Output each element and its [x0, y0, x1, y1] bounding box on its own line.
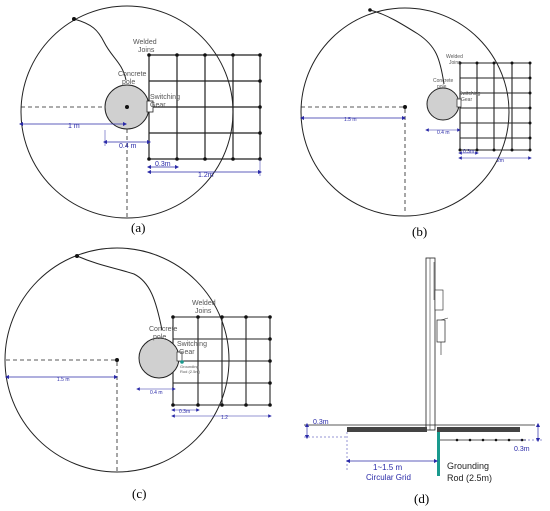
gear-label-a2: Gear — [150, 102, 166, 109]
spacing-dim-b: 0.3m — [463, 149, 474, 155]
range-sub-dim: Circular Grid — [366, 473, 411, 482]
grounding-label-1: Grounding — [447, 461, 489, 471]
svg-text:Welded: Welded — [192, 300, 216, 307]
radius-dim-a: 1 m — [68, 123, 80, 130]
panel-a: 1 m 0.4 m 0.3m 1.2m Welded Joins Concret… — [18, 5, 263, 235]
panel-c: 1.5 m 0.4 m 0.3m 1.2 Welded Joins Concre… — [4, 247, 272, 501]
square-grid — [148, 54, 261, 160]
caption-c: (c) — [132, 486, 146, 501]
gear-label-a: Switching — [150, 94, 180, 101]
switching-gear-box — [176, 351, 183, 362]
caption-a: (a) — [131, 220, 145, 235]
svg-text:Concrete: Concrete — [149, 326, 178, 333]
spacing-dim-a: 0.3m — [155, 161, 171, 168]
grid-dim-b: 2m — [497, 158, 504, 164]
grid-slab-left — [347, 427, 427, 432]
circular-grid-ring — [300, 7, 510, 217]
grid-dim-a: 1.2m — [198, 172, 214, 179]
welded-joint — [75, 254, 79, 258]
weld-dots — [458, 61, 532, 152]
svg-text:Switching: Switching — [459, 91, 481, 97]
switching-gear-box — [436, 319, 446, 343]
pole-dim-a: 0.4 m — [119, 143, 137, 150]
panel-d: 0.3m 0.3m 1~1.5 m Circular Grid Groundin… — [304, 257, 542, 506]
caption-d: (d) — [414, 491, 429, 506]
pole-center — [125, 105, 129, 109]
radius-dim-b: 1.5 m — [344, 117, 357, 123]
spacing-dim-c: 0.3m — [179, 409, 190, 415]
switching-gear-box — [456, 98, 462, 108]
concrete-pole — [138, 337, 180, 379]
grounding-rod — [437, 432, 440, 476]
welded-label-a2: Joins — [138, 47, 155, 54]
depth-dim-left: 0.3m — [313, 419, 329, 426]
svg-text:pole: pole — [153, 334, 166, 341]
svg-text:Concrete: Concrete — [433, 78, 454, 84]
svg-text:pole: pole — [437, 84, 447, 90]
svg-text:Welded: Welded — [446, 54, 463, 60]
grounding-rod-dot — [180, 360, 184, 364]
pole-label-a: Concrete — [118, 71, 147, 78]
svg-text:Joins: Joins — [449, 60, 461, 66]
panel-b: 1.5 m 0.4 m 0.3m 2m Welded Joins Concret… — [299, 7, 532, 239]
range-dim: 1~1.5 m — [373, 463, 402, 472]
switching-gear-box — [146, 100, 154, 113]
pole-body — [425, 257, 436, 431]
weld-dots — [171, 315, 272, 407]
caption-b: (b) — [412, 224, 427, 239]
welded-joint — [368, 8, 372, 12]
pole-bracket — [434, 289, 444, 311]
svg-text:Gear: Gear — [179, 349, 195, 356]
ring-to-pole-conductor — [369, 9, 445, 85]
pole-label-a2: pole — [122, 79, 135, 86]
ring-to-pole-conductor — [73, 18, 127, 81]
svg-text:Gear: Gear — [461, 97, 472, 103]
depth-dim-right: 0.3m — [514, 446, 530, 453]
pole-dim-b: 0.4 m — [437, 130, 450, 136]
grid-slab-right — [437, 427, 520, 432]
circular-grid-ring — [4, 247, 230, 473]
svg-text:Switching: Switching — [177, 341, 207, 348]
welded-joint — [72, 17, 76, 21]
square-grid — [172, 316, 271, 406]
grid-dim-c: 1.2 — [221, 415, 228, 421]
welded-label-a: Welded — [133, 39, 157, 46]
square-grid — [459, 62, 531, 151]
svg-text:Grounding: Grounding — [180, 364, 199, 369]
svg-text:Joins: Joins — [195, 308, 212, 315]
svg-text:Rod (2.5m): Rod (2.5m) — [180, 369, 201, 374]
grounding-label-2: Rod (2.5m) — [447, 473, 492, 483]
radius-dim-c: 1.5 m — [57, 377, 70, 383]
weld-dots — [147, 53, 262, 161]
concrete-pole — [426, 87, 460, 121]
pole-dim-c: 0.4 m — [150, 390, 163, 396]
ring-to-pole-conductor — [76, 255, 163, 331]
